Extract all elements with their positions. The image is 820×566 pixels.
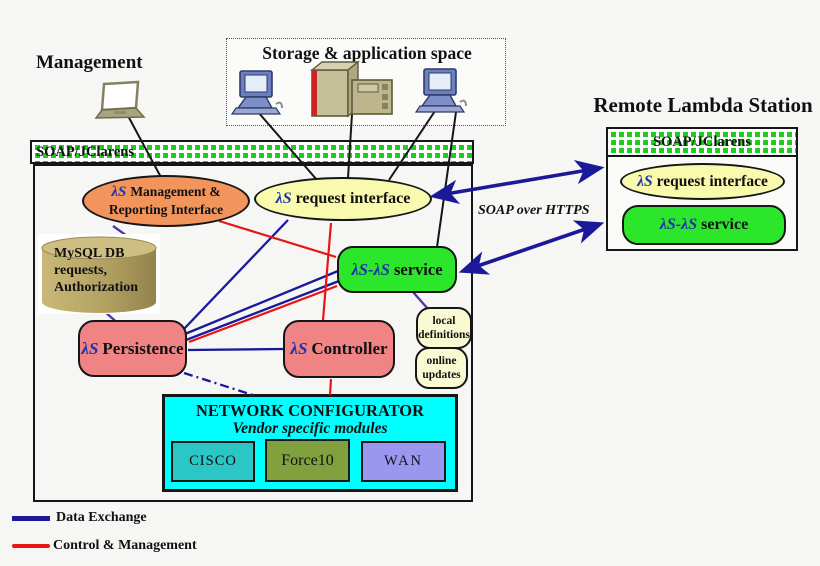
data-line-persistence-netconfig: [183, 371, 257, 398]
lambda-symbol: λS: [275, 190, 292, 207]
soap-arrow-request: [429, 160, 605, 204]
link-pc2-request: [388, 107, 438, 181]
link-server-request: [347, 113, 353, 179]
lambda-symbol: λS-λS: [351, 259, 390, 279]
control-line-service-persistence: [188, 284, 338, 344]
desktop-computer-icon: [230, 70, 283, 115]
soap-jclarens-banner: SOAP/JClarens: [30, 140, 474, 164]
request-interface-label: request interface: [295, 190, 411, 207]
data-exchange-swatch: [12, 515, 50, 521]
laptop-icon: [94, 80, 146, 119]
online-updates-line1: online: [426, 354, 457, 367]
legend-data-exchange: Data Exchange: [12, 510, 147, 526]
mysql-line3: Authorization: [54, 279, 138, 295]
module-cisco: CISCO: [171, 441, 255, 482]
data-line-service-persistence-1: [184, 269, 339, 336]
link-service-localdefs: [412, 291, 429, 310]
lambda-symbol: λS: [290, 339, 308, 358]
mgmt-interface-line2: Reporting Interface: [108, 201, 224, 217]
mgmt-interface-line1: Management &: [130, 184, 221, 200]
module-force10: Force10: [265, 439, 350, 482]
control-line-controller-netconfig: [328, 378, 333, 396]
data-line-request-persistence: [182, 219, 289, 331]
mysql-line1: MySQL DB: [54, 246, 125, 261]
online-updates-line2: updates: [422, 369, 461, 381]
link-laptop-mgmt: [126, 113, 164, 182]
local-definitions-line2: definitions: [418, 329, 470, 341]
remote-service-label: service: [701, 216, 749, 233]
remote-soap-banner: SOAP/JClarens: [608, 129, 796, 157]
module-wan: WAN: [361, 441, 446, 482]
mysql-db-node: MySQL DB requests, Authorization: [54, 246, 164, 296]
network-configurator-subtitle: Vendor specific modules: [232, 420, 388, 437]
soap-arrow-service: [458, 220, 605, 275]
lambda-symbol: λS: [111, 184, 127, 201]
persistence-label: Persistence: [102, 338, 184, 358]
legend-control-management: Control & Management: [12, 538, 197, 554]
soap-jclarens-banner-label: SOAP/JClarens: [36, 144, 135, 160]
lambda-station-box: [33, 164, 473, 502]
network-configurator-title: NETWORK CONFIGURATOR: [195, 401, 425, 420]
service-label: service: [393, 259, 443, 279]
controller-label: Controller: [311, 339, 388, 358]
soap-https-label: SOAP over HTTPS: [478, 203, 590, 218]
remote-soap-banner-label: SOAP/JClarens: [652, 134, 752, 150]
database-cylinder-icon: [38, 234, 160, 314]
link-pc2-service: [436, 111, 457, 248]
lambda-symbol: λS: [81, 338, 99, 358]
management-label: Management: [36, 52, 143, 73]
lambda-symbol: λS-λS: [659, 216, 698, 233]
remote-station-title: Remote Lambda Station: [593, 93, 813, 117]
local-definitions-line1: local: [432, 314, 456, 327]
network-configurator-panel: NETWORK CONFIGURATOR Vendor specific mod…: [162, 394, 458, 492]
data-line-persistence-controller: [187, 347, 285, 352]
local-definitions-node: local definitions: [416, 307, 472, 349]
mysql-line2: requests,: [54, 262, 108, 278]
legend-control-management-label: Control & Management: [53, 538, 197, 553]
online-updates-node: online updates: [415, 347, 468, 389]
lambda-symbol: λS: [637, 172, 653, 190]
remote-request-interface-label: request interface: [656, 172, 768, 190]
control-line-request-controller: [321, 222, 333, 321]
control-management-swatch: [12, 544, 50, 548]
control-line-mgmt-service: [218, 219, 337, 259]
link-pc1-request: [257, 111, 318, 181]
desktop-computer-icon: [414, 68, 467, 113]
legend-data-exchange-label: Data Exchange: [56, 510, 147, 525]
data-line-service-persistence-2: [185, 279, 340, 342]
server-icon: [310, 60, 393, 118]
storage-panel-title: Storage & application space: [262, 43, 472, 63]
